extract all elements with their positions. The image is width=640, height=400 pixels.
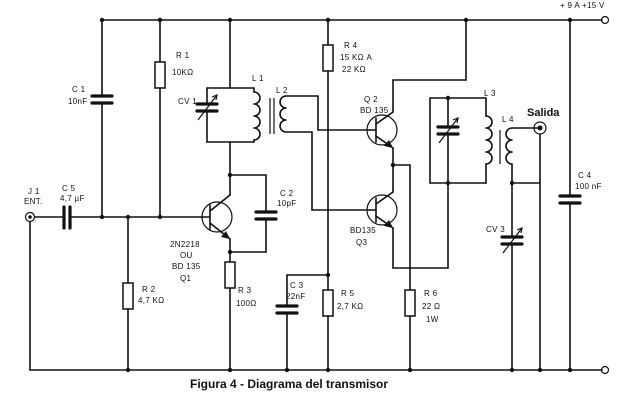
q1-line2: OU [180, 251, 193, 260]
l1-ref: L 1 [252, 74, 264, 83]
l2-ref: L 2 [276, 86, 288, 95]
c3-value: 22nF [286, 292, 305, 301]
capacitor-c4 [558, 194, 582, 205]
transistor-q2 [366, 111, 398, 149]
transistor-q3 [366, 191, 398, 229]
r5-value: 2,7 KΩ [337, 302, 363, 311]
capacitor-c3 [275, 304, 299, 315]
capacitor-c1 [90, 94, 114, 105]
inductor-l1 [253, 87, 261, 143]
inductor-l4 [499, 127, 513, 165]
r6-ref: R 6 [424, 289, 438, 298]
r3-ref: R 3 [238, 286, 252, 295]
junction-dots [99, 17, 573, 373]
q1-line4: Q1 [180, 274, 192, 283]
q3-part: BD135 [350, 226, 376, 235]
j1-name: ENT. [24, 197, 43, 206]
resistor-r5 [322, 289, 334, 317]
c5-value: 4,7 µF [60, 194, 85, 203]
resistor-r6 [404, 289, 416, 317]
r3-value: 100Ω [236, 299, 257, 308]
r4-value2: 22 KΩ [342, 65, 366, 74]
cv1-ref: CV 1 [178, 97, 197, 106]
j1-ref: J 1 [28, 187, 40, 196]
resistor-r4 [322, 44, 334, 72]
q2-part: BD 135 [360, 106, 389, 115]
inductor-l2 [269, 95, 287, 134]
c2-ref: C 2 [280, 189, 294, 198]
q2-ref: Q 2 [364, 95, 378, 104]
r2-ref: R 2 [142, 285, 156, 294]
c2-value: 10pF [277, 199, 296, 208]
q3-ref: Q3 [356, 238, 368, 247]
inductor-l3 [485, 97, 493, 184]
l3-ref: L 3 [484, 89, 496, 98]
ground-terminal[interactable] [600, 365, 610, 375]
c3-ref: C 3 [290, 281, 304, 290]
c5-ref: C 5 [62, 184, 76, 193]
l4-ref: L 4 [502, 115, 514, 124]
c4-ref: C 4 [578, 171, 592, 180]
q1-line3: BD 135 [172, 262, 201, 271]
r2-value: 4,7 KΩ [138, 296, 164, 305]
c1-ref: C 1 [72, 85, 86, 94]
input-jack-j1[interactable] [24, 211, 36, 223]
output-label: Salida [527, 107, 560, 119]
r5-ref: R 5 [341, 289, 355, 298]
resistor-r3 [224, 261, 236, 289]
supply-terminal[interactable] [600, 15, 610, 25]
r4-ref: R 4 [344, 41, 358, 50]
capacitor-c2 [254, 210, 278, 221]
variable-capacitor-cv3 [500, 227, 524, 254]
capacitor-c5 [62, 205, 72, 230]
figure-caption: Figura 4 - Diagrama del transmisor [190, 377, 388, 391]
cv3-ref: CV 3 [486, 225, 505, 234]
resistor-r2 [122, 282, 134, 310]
transistor-q1 [199, 194, 233, 240]
r6-value2: 1W [426, 315, 439, 324]
r4-value1: 15 KΩ A [340, 53, 372, 62]
variable-capacitor-cv1 [195, 94, 219, 121]
r1-ref: R 1 [176, 51, 190, 60]
c1-value: 10nF [68, 97, 87, 106]
c4-value: 100 nF [575, 182, 602, 191]
supply-label: + 9 A +15 V [560, 1, 605, 10]
q1-line1: 2N2218 [170, 240, 200, 249]
resistor-r1 [154, 61, 166, 89]
variable-capacitor-cv2 [436, 117, 460, 144]
r6-value1: 22 Ω [422, 302, 440, 311]
r1-value: 10KΩ [172, 68, 193, 77]
